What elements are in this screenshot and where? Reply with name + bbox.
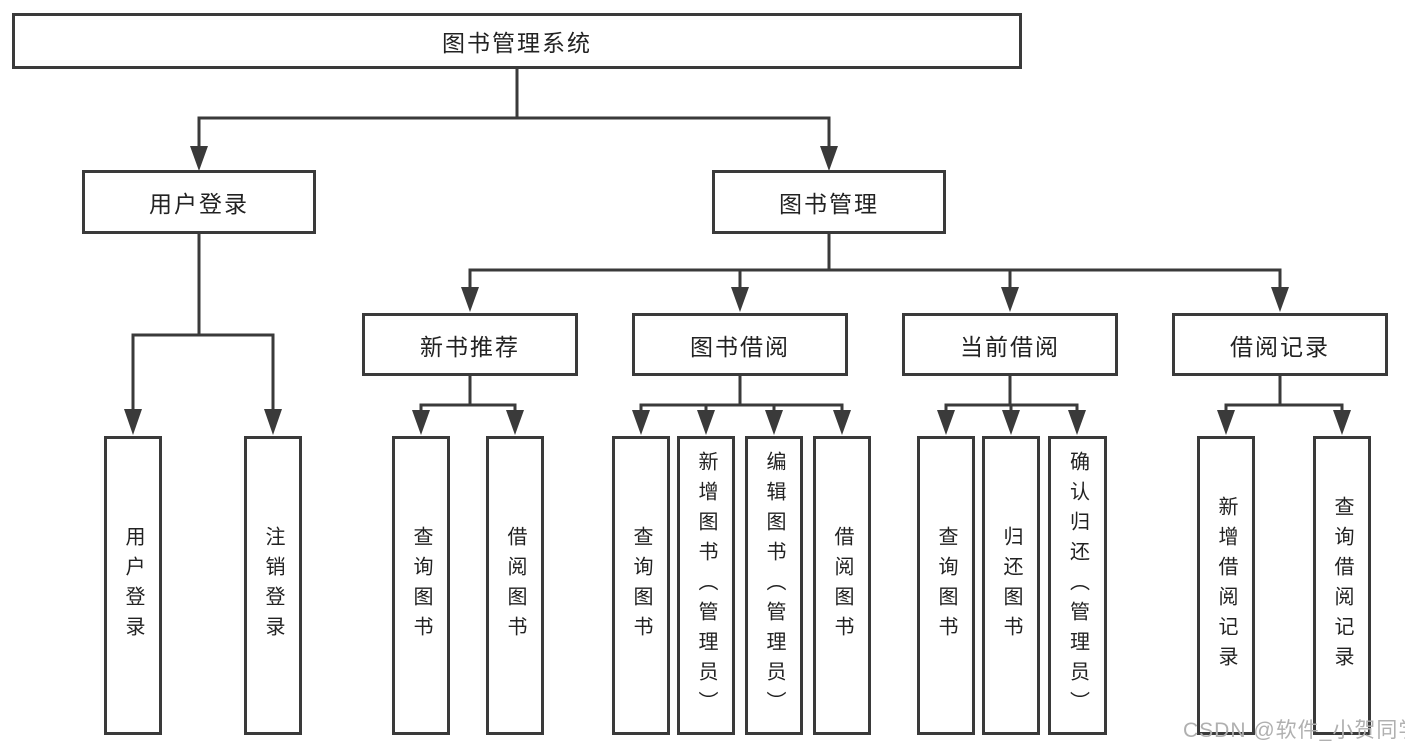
node-label: 新增图书（管理员） [695, 450, 717, 721]
leaf-add-borrow-record: 新增借阅记录 [1197, 436, 1255, 735]
node-label: 图书管理系统 [442, 30, 592, 56]
leaf-edit-book-admin: 编辑图书（管理员） [745, 436, 803, 735]
connector-new-book-recommend-to-leaves [412, 372, 524, 435]
leaf-add-book-admin: 新增图书（管理员） [677, 436, 735, 735]
leaf-query-books-current: 查询图书 [917, 436, 975, 735]
leaf-confirm-return-admin: 确认归还（管理员） [1048, 436, 1107, 735]
node-label: 借阅图书 [831, 525, 853, 646]
node-book-management: 图书管理 [712, 170, 946, 234]
arrowhead-down-icon [765, 410, 783, 435]
leaf-borrow-books-recommend: 借阅图书 [486, 436, 544, 735]
node-user-login: 用户登录 [82, 170, 316, 234]
node-label: 查询图书 [630, 525, 652, 646]
leaf-logout: 注销登录 [244, 436, 302, 735]
node-label: 查询图书 [935, 525, 957, 646]
arrowhead-down-icon [1002, 410, 1020, 435]
arrowhead-down-icon [461, 287, 479, 312]
arrowhead-down-icon [632, 410, 650, 435]
arrowhead-down-icon [190, 146, 208, 171]
csdn-watermark: CSDN @软件_小贺同学 [1183, 719, 1405, 742]
node-label: 用户登录 [122, 525, 144, 646]
node-label: 新增借阅记录 [1215, 495, 1237, 676]
node-label: 新书推荐 [420, 333, 520, 360]
connector-book-borrow-to-leaves [632, 372, 851, 435]
connector-user-login-to-leaves [124, 230, 282, 435]
node-label: 当前借阅 [960, 333, 1060, 360]
node-new-book-recommend: 新书推荐 [362, 313, 578, 376]
leaf-user-login: 用户登录 [104, 436, 162, 735]
arrowhead-down-icon [937, 410, 955, 435]
node-label: 图书管理 [779, 191, 879, 217]
node-label: 借阅记录 [1230, 333, 1330, 360]
connector-current-borrow-to-leaves [937, 372, 1086, 435]
connector-root-to-level2 [190, 64, 838, 171]
arrowhead-down-icon [124, 409, 142, 435]
node-label: 确认归还（管理员） [1066, 450, 1089, 721]
node-label: 注销登录 [262, 525, 284, 646]
arrowhead-down-icon [1001, 287, 1019, 312]
arrowhead-down-icon [1271, 287, 1289, 312]
node-current-borrow: 当前借阅 [902, 313, 1118, 376]
node-label: 用户登录 [149, 191, 249, 217]
leaf-query-borrow-record: 查询借阅记录 [1313, 436, 1371, 735]
arrowhead-down-icon [820, 146, 838, 171]
arrowhead-down-icon [412, 410, 430, 435]
leaf-return-book: 归还图书 [982, 436, 1040, 735]
node-label: 归还图书 [1000, 525, 1022, 646]
arrowhead-down-icon [833, 410, 851, 435]
arrowhead-down-icon [1217, 410, 1235, 435]
leaf-query-books-borrow: 查询图书 [612, 436, 670, 735]
node-borrow-records: 借阅记录 [1172, 313, 1388, 376]
arrowhead-down-icon [1333, 410, 1351, 435]
node-label: 查询借阅记录 [1331, 495, 1353, 676]
leaf-borrow-books: 借阅图书 [813, 436, 871, 735]
arrowhead-down-icon [697, 410, 715, 435]
node-label: 查询图书 [410, 525, 432, 646]
arrowhead-down-icon [731, 287, 749, 312]
leaf-query-books-recommend: 查询图书 [392, 436, 450, 735]
connector-book-management-to-level3 [461, 230, 1289, 312]
node-book-borrow: 图书借阅 [632, 313, 848, 376]
arrowhead-down-icon [506, 410, 524, 435]
node-label: 编辑图书（管理员） [763, 450, 785, 721]
arrowhead-down-icon [264, 409, 282, 435]
node-label: 借阅图书 [504, 525, 526, 646]
connector-borrow-records-to-leaves [1217, 372, 1351, 435]
node-root: 图书管理系统 [12, 13, 1022, 69]
node-label: 图书借阅 [690, 333, 790, 360]
arrowhead-down-icon [1068, 410, 1086, 435]
